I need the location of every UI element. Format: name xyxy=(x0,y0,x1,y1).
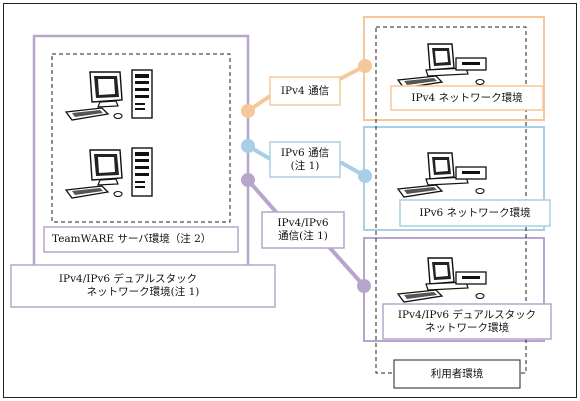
dual-network-line1: IPv4/IPv6 デュアルスタック xyxy=(397,308,537,321)
dual-comm-label: IPv4/IPv6 通信(注 1) xyxy=(262,212,344,248)
dual-comm-line2: 通信(注 1) xyxy=(278,230,328,242)
ipv4-network-box xyxy=(390,85,544,111)
user-env-box xyxy=(393,359,521,389)
server-network-line2: ネットワーク環境(注 1) xyxy=(86,286,200,298)
ipv4-network-label: IPv4 ネットワーク環境 xyxy=(411,91,523,104)
desktop-computer-icon xyxy=(65,69,153,121)
desktop-computer-icon xyxy=(397,152,487,198)
dual-network-label: IPv4/IPv6 デュアルスタック ネットワーク環境 xyxy=(383,304,551,339)
ipv6-comm-box xyxy=(269,141,341,178)
dual-link-endpoint xyxy=(241,173,255,187)
ipv4-comm-box xyxy=(269,76,341,106)
ipv4-client-frame xyxy=(363,16,545,121)
ipv6-network-box xyxy=(399,199,551,227)
ipv6-link-endpoint xyxy=(241,139,255,153)
ipv6-comm-line1: IPv6 通信 xyxy=(280,146,330,159)
teamware-label-box xyxy=(43,226,239,253)
ipv6-comm-line2: (注 1) xyxy=(290,159,320,172)
ipv6-comm-label: IPv6 通信 (注 1) xyxy=(270,142,340,177)
desktop-computer-icon xyxy=(397,43,487,89)
ipv4-comm-label: IPv4 通信 xyxy=(280,84,330,97)
ipv6-network-label: IPv6 ネットワーク環境 xyxy=(419,206,531,219)
dual-network-box xyxy=(382,303,552,340)
desktop-computer-icon xyxy=(65,147,153,199)
outer-frame xyxy=(3,3,577,398)
user-env-label: 利用者環境 xyxy=(430,367,484,380)
server-dashed-box xyxy=(51,53,231,223)
ipv6-client-frame xyxy=(363,126,545,231)
desktop-computer-icon xyxy=(397,257,487,303)
dual-comm-line1: IPv4/IPv6 xyxy=(277,217,329,229)
dual-network-line2: ネットワーク環境 xyxy=(425,321,509,334)
ipv4-link-endpoint xyxy=(241,104,255,118)
server-network-line1: IPv4/IPv6 デュアルスタック xyxy=(58,273,198,285)
server-network-label: IPv4/IPv6 デュアルスタック ネットワーク環境(注 1) xyxy=(11,265,275,307)
dual-client-frame xyxy=(363,237,545,342)
server-network-box xyxy=(10,264,276,308)
teamware-server-label: TeamWARE サーバ環境（注 2） xyxy=(52,233,212,245)
dual-comm-box xyxy=(261,211,345,249)
